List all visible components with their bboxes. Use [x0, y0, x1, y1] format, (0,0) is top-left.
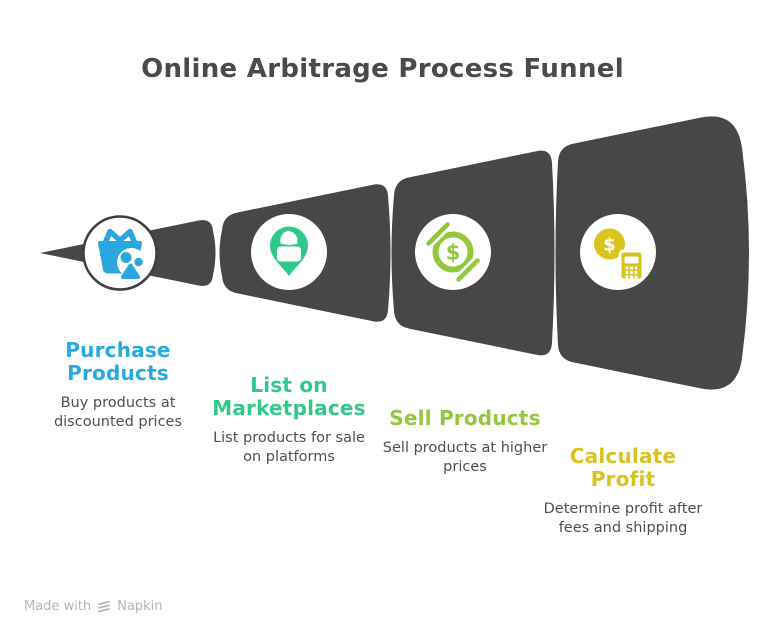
dollar-glyph: $ — [446, 241, 461, 265]
stage-description: Buy products at discounted prices — [53, 395, 183, 430]
stage-title: List on Marketplaces — [212, 373, 366, 420]
stage-description: Sell products at higher prices — [382, 440, 548, 475]
profit-calculator-icon: $ — [580, 214, 656, 290]
stage-title: Sell Products — [389, 406, 541, 430]
watermark-prefix: Made with — [24, 599, 92, 614]
stage-calculate-profit: Calculate Profit Determine profit after … — [537, 445, 709, 538]
stage-title: Purchase Products — [65, 338, 171, 385]
watermark-brand: Napkin — [117, 599, 163, 614]
stage-sell-products: Sell Products Sell products at higher pr… — [380, 407, 550, 477]
stage-purchase-products: Purchase Products Buy products at discou… — [38, 339, 198, 432]
marketplace-pin-icon — [251, 214, 327, 290]
shopping-basket-icon — [82, 215, 158, 291]
coin-dollar-glyph: $ — [603, 235, 616, 256]
stage-title: Calculate Profit — [569, 444, 677, 491]
page-title: Online Arbitrage Process Funnel — [141, 54, 624, 84]
napkin-logo-icon — [98, 600, 111, 612]
stage-description: Determine profit after fees and shipping — [543, 501, 703, 536]
funnel-graphic: $ $ — [40, 116, 749, 390]
stage-description: List products for sale on platforms — [213, 430, 365, 465]
stage-list-on-marketplaces: List on Marketplaces List products for s… — [208, 374, 370, 467]
made-with-napkin-watermark: Made with Napkin — [24, 599, 162, 614]
dollar-circle-icon: $ — [415, 214, 491, 290]
